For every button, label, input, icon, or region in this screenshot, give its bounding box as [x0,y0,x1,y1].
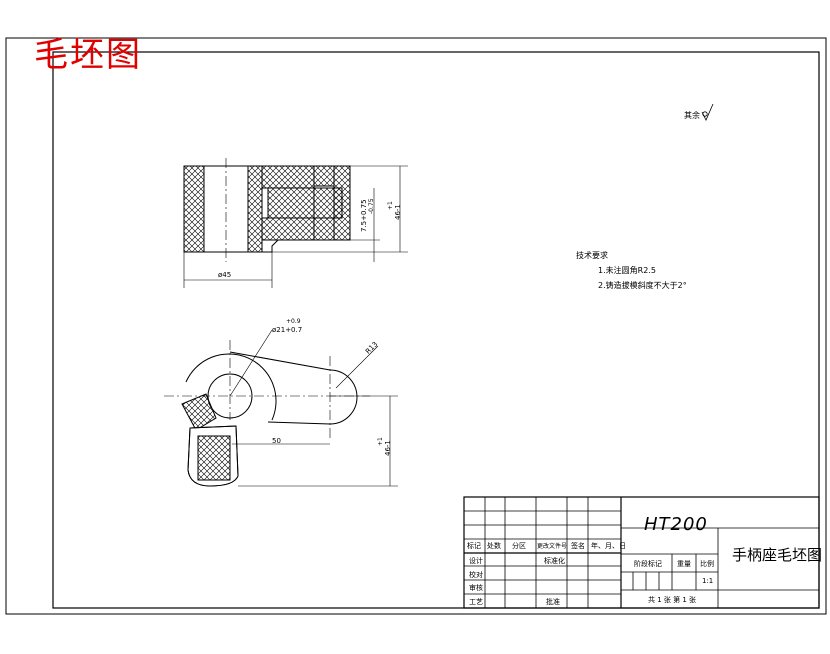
dim-46-top-tol: +1 [387,201,394,210]
dim-46-right-tol: +1 [377,437,384,446]
section-view [183,158,408,288]
tb-header-count: 处数 [487,542,501,550]
tb-stage-mark: 阶段标记 [634,560,662,568]
dim-diameter-45: ø45 [218,271,232,279]
dim-46-right: 46-1 [384,440,392,456]
tb-weight: 重量 [677,560,691,568]
surface-finish-note: 其余 [684,111,700,120]
tb-scale-label: 比例 [700,560,714,568]
tech-requirements-heading: 技术要求 [576,251,608,260]
tb-header-date: 年、月、日 [591,542,626,550]
tb-row-process: 工艺 [469,598,483,606]
plan-view [164,329,398,487]
tb-header-zone: 分区 [512,542,526,550]
dim-46-top: 46-1 [394,204,402,220]
tb-approval: 批准 [546,598,560,606]
dim-bore-diameter: ø21+0.7 [272,326,303,334]
outer-border [5,37,827,615]
tech-requirement-2: 2.铸造拔模斜度不大于2° [598,281,687,290]
dim-length-50: 50 [272,437,281,445]
tb-sheet: 共 1 张 第 1 张 [648,596,697,604]
dim-7-5-tol: -0.75 [368,198,375,214]
tb-scale-value: 1:1 [702,577,714,585]
tb-row-check: 校对 [469,571,483,579]
title-block-grid [463,496,820,609]
blank-drawing-stamp: 毛坯图 [34,35,142,75]
tb-row-design: 设计 [469,557,483,565]
tb-header-change-doc: 更改文件号 [537,543,568,550]
tech-requirement-1: 1.未注圆角R2.5 [598,266,656,275]
tb-row-review: 审核 [469,584,483,592]
tb-header-mark: 标记 [467,542,481,550]
dim-bore-tol: +0.9 [286,318,301,325]
material-label: HT200 [644,514,708,535]
tb-header-signature: 签名 [571,542,585,550]
tb-standardization: 标准化 [544,557,565,565]
roughness-symbol-icon [701,103,714,121]
inner-border [52,51,820,609]
dim-7-5: 7.5+0.75 [360,199,368,232]
part-name: 手柄座毛坯图 [732,546,823,564]
